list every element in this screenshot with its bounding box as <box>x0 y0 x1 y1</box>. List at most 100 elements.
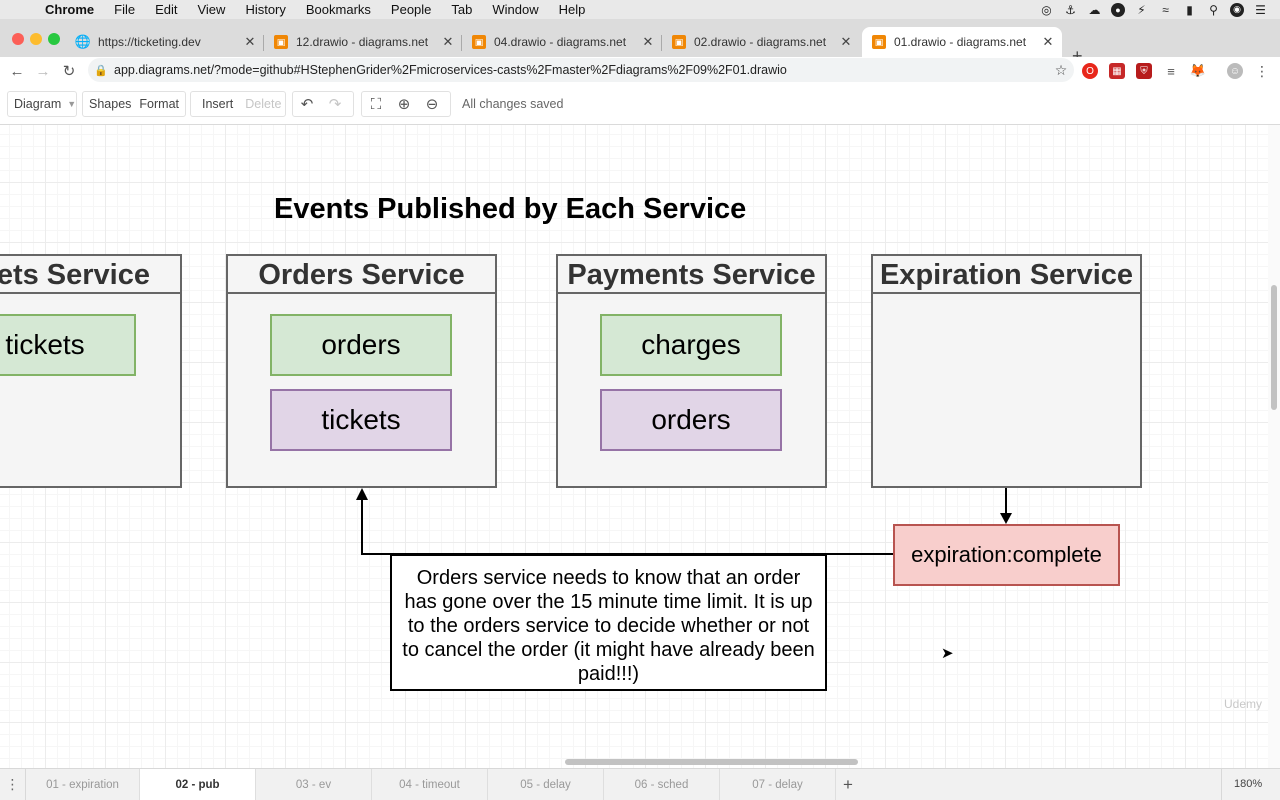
close-icon[interactable]: ✕ <box>642 34 654 49</box>
window-zoom-button[interactable] <box>48 33 60 45</box>
save-status: All changes saved <box>462 97 564 111</box>
close-icon[interactable]: ✕ <box>840 34 852 49</box>
siri-icon[interactable]: ◉ <box>1230 2 1244 17</box>
close-icon[interactable]: ✕ <box>442 34 454 49</box>
format-button[interactable]: Format <box>139 97 179 111</box>
lightning-icon[interactable]: ⚡ <box>1137 2 1146 17</box>
docker-icon[interactable]: ⚓ <box>1065 2 1076 17</box>
browser-tab-ticketing[interactable]: 🌐 https://ticketing.dev ✕ <box>66 27 264 57</box>
add-page-button[interactable]: + <box>843 775 853 794</box>
page-tab-03-ev[interactable]: 03 - ev <box>256 769 372 800</box>
event-box-orders[interactable]: orders <box>270 314 452 376</box>
new-tab-button[interactable]: + <box>1072 46 1083 66</box>
address-bar[interactable]: 🔒 app.diagrams.net/?mode=github#HStephen… <box>88 58 1074 82</box>
opera-icon[interactable]: O <box>1082 63 1098 79</box>
page-tab-05-delay[interactable]: 05 - delay <box>488 769 604 800</box>
chrome-menu-icon[interactable]: ⋮ <box>1255 62 1269 79</box>
circle-app-icon[interactable]: ● <box>1111 2 1125 17</box>
drawio-icon: ▣ <box>472 35 486 49</box>
list-extension-icon[interactable]: ≡ <box>1167 63 1175 79</box>
browser-tab-strip: 🌐 https://ticketing.dev ✕ ▣ 12.drawio - … <box>0 19 1280 66</box>
drawio-icon: ▣ <box>672 35 686 49</box>
window-minimize-button[interactable] <box>30 33 42 45</box>
glasses-icon[interactable]: ◎ <box>1041 2 1052 17</box>
page-tab-02-pub[interactable]: 02 - pub <box>140 769 256 800</box>
page-tab-06-sched[interactable]: 06 - sched <box>604 769 720 800</box>
menu-view[interactable]: View <box>197 2 226 17</box>
event-box-tickets[interactable]: tickets <box>270 389 452 451</box>
event-box-expiration-complete[interactable]: expiration:complete <box>893 524 1120 586</box>
window-close-button[interactable] <box>12 33 24 45</box>
ublock-icon[interactable]: ⛨ <box>1136 63 1152 79</box>
insert-button[interactable]: Insert <box>202 97 234 111</box>
reload-icon[interactable]: ↻ <box>62 63 76 80</box>
tab-separator <box>263 35 264 51</box>
menu-bookmarks[interactable]: Bookmarks <box>305 2 371 17</box>
panels-group: Shapes Format <box>82 91 186 117</box>
service-box-expiration[interactable]: Expiration Service <box>871 254 1142 488</box>
event-box-tickets[interactable]: tickets <box>0 314 136 376</box>
menu-file[interactable]: File <box>114 2 136 17</box>
event-box-charges[interactable]: charges <box>600 314 782 376</box>
undo-icon[interactable]: ↶ <box>300 96 314 113</box>
explanation-note[interactable]: Orders service needs to know that an ord… <box>390 554 827 691</box>
mac-menubar: Chrome File Edit View History Bookmarks … <box>0 0 1280 19</box>
browser-tab-02-drawio[interactable]: ▣ 02.drawio - diagrams.net ✕ <box>662 27 860 57</box>
history-group: ↶ ↷ <box>292 91 354 117</box>
notification-center-icon[interactable]: ☰ <box>1255 2 1266 17</box>
zoom-in-icon[interactable]: ⊕ <box>397 96 411 113</box>
forward-arrow-icon[interactable]: → <box>35 62 51 80</box>
vertical-scrollbar-thumb[interactable] <box>1271 285 1277 410</box>
grid-extension-icon[interactable]: ▦ <box>1109 63 1125 79</box>
spotlight-search-icon[interactable]: ⚲ <box>1209 2 1218 17</box>
mouse-cursor-icon: ➤ <box>941 645 954 662</box>
url-text[interactable]: app.diagrams.net/?mode=github#HStephenGr… <box>114 63 787 77</box>
page-tab-01-expiration[interactable]: 01 - expiration <box>26 769 140 800</box>
menubar-status-icons: ◎ ⚓ ☁ ● ⚡ ≈ ▮ ⚲ ◉ ☰ <box>1039 0 1268 19</box>
metamask-fox-icon[interactable]: 🦊 <box>1189 63 1207 78</box>
close-icon[interactable]: ✕ <box>1042 34 1054 49</box>
shapes-button[interactable]: Shapes <box>89 97 132 111</box>
edit-group: Insert Delete <box>190 91 286 117</box>
tab-title: 12.drawio - diagrams.net <box>296 35 429 49</box>
service-header: Payments Service <box>558 256 825 294</box>
wifi-icon[interactable]: ≈ <box>1162 2 1169 17</box>
udemy-watermark: Udemy <box>1224 697 1263 711</box>
diagram-title[interactable]: Events Published by Each Service <box>274 193 747 225</box>
page-tab-04-timeout[interactable]: 04 - timeout <box>372 769 488 800</box>
pages-menu-icon[interactable]: ⋮ <box>0 769 26 800</box>
menu-app-chrome[interactable]: Chrome <box>45 2 95 17</box>
menu-history[interactable]: History <box>245 2 286 17</box>
menu-help[interactable]: Help <box>558 2 586 17</box>
horizontal-scrollbar-thumb[interactable] <box>565 759 858 765</box>
diagram-menu-button[interactable]: Diagram <box>14 97 62 111</box>
event-box-orders[interactable]: orders <box>600 389 782 451</box>
browser-nav-row: ← → ↻ 🔒 app.diagrams.net/?mode=github#HS… <box>0 57 1280 85</box>
battery-icon[interactable]: ▮ <box>1186 2 1193 17</box>
menu-edit[interactable]: Edit <box>155 2 178 17</box>
browser-tab-12-drawio[interactable]: ▣ 12.drawio - diagrams.net ✕ <box>264 27 462 57</box>
browser-tab-01-drawio[interactable]: ▣ 01.drawio - diagrams.net ✕ <box>862 27 1062 57</box>
redo-icon[interactable]: ↷ <box>328 96 342 113</box>
profile-avatar[interactable]: ☺ <box>1227 63 1243 79</box>
zoom-out-icon[interactable]: ⊖ <box>425 96 439 113</box>
page-tab-07-delay[interactable]: 07 - delay <box>720 769 836 800</box>
back-arrow-icon[interactable]: ← <box>9 62 25 80</box>
lock-icon[interactable]: 🔒 <box>94 64 108 77</box>
service-header: Expiration Service <box>873 256 1140 294</box>
close-icon[interactable]: ✕ <box>244 34 256 49</box>
vertical-scrollbar[interactable] <box>1268 125 1280 768</box>
bookmark-star-icon[interactable]: ☆ <box>1054 61 1068 78</box>
menu-window[interactable]: Window <box>492 2 539 17</box>
browser-tab-04-drawio[interactable]: ▣ 04.drawio - diagrams.net ✕ <box>462 27 662 57</box>
menu-tab[interactable]: Tab <box>451 2 473 17</box>
fit-window-icon[interactable]: ⛶ <box>370 95 382 113</box>
zoom-level[interactable]: 180% <box>1221 769 1280 800</box>
delete-button[interactable]: Delete <box>245 97 282 111</box>
service-header: ets Service <box>0 256 180 294</box>
chevron-down-icon: ▼ <box>67 99 77 109</box>
globe-icon: 🌐 <box>74 34 92 49</box>
tab-title: 01.drawio - diagrams.net <box>894 35 1027 49</box>
menu-people[interactable]: People <box>390 2 432 17</box>
cloud-icon[interactable]: ☁ <box>1088 2 1101 17</box>
